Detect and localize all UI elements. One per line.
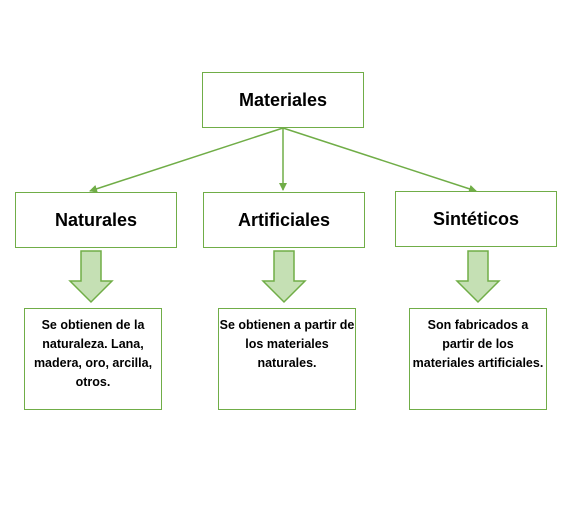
description-box-sinteticos: Son fabricados a partir de los materiale… (409, 308, 547, 410)
root-node-box: Materiales (202, 72, 364, 128)
connector-sinteticos (282, 127, 477, 193)
category-label-artificiales: Artificiales (237, 209, 331, 230)
category-box-artificiales: Artificiales (203, 192, 365, 248)
category-box-sinteticos: Sintéticos (395, 191, 557, 247)
down-arrow-sinteticos (455, 250, 501, 304)
category-label-sinteticos: Sintéticos (432, 208, 520, 229)
category-box-naturales: Naturales (15, 192, 177, 248)
category-label-naturales: Naturales (54, 209, 138, 230)
down-arrow-naturales (68, 250, 114, 304)
description-box-artificiales: Se obtienen a partir de los materiales n… (218, 308, 356, 410)
description-text-naturales: Se obtienen de la naturaleza. Lana, made… (33, 318, 153, 389)
description-text-artificiales: Se obtienen a partir de los materiales n… (219, 318, 355, 370)
connector-naturales (89, 127, 284, 193)
down-arrow-artificiales (261, 250, 307, 304)
description-text-sinteticos: Son fabricados a partir de los materiale… (412, 318, 544, 370)
description-box-naturales: Se obtienen de la naturaleza. Lana, made… (24, 308, 162, 410)
root-node-label: Materiales (238, 89, 328, 110)
